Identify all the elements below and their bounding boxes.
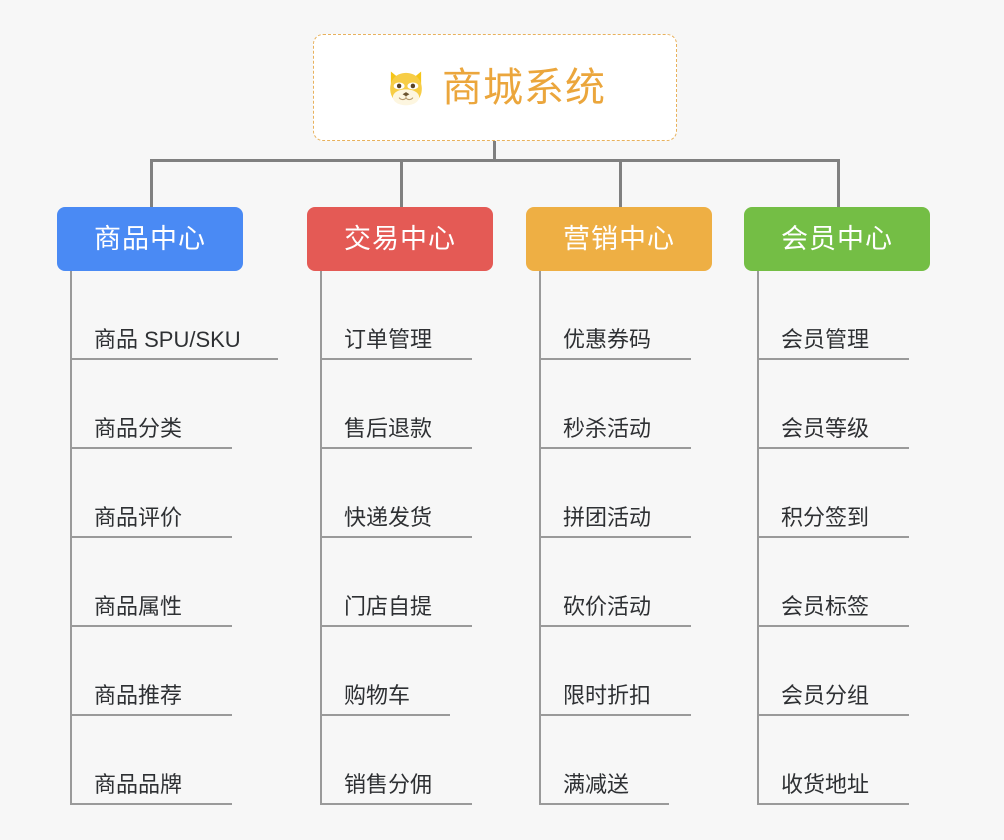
connector-drop-3 — [619, 159, 622, 207]
leaf-item[interactable]: 商品评价 — [72, 449, 243, 538]
category-label: 营销中心 — [563, 223, 675, 254]
leaf-label: 快递发货 — [344, 505, 433, 530]
leaf-underline — [322, 536, 472, 538]
leaf-underline — [72, 625, 232, 627]
leaf-label: 商品推荐 — [94, 683, 183, 708]
leaf-label: 优惠券码 — [563, 327, 652, 352]
leaf-label: 积分签到 — [781, 505, 870, 530]
leaf-list: 优惠券码秒杀活动拼团活动砍价活动限时折扣满减送 — [539, 271, 712, 805]
branch-column-1: 商品中心商品 SPU/SKU 商品分类商品评价商品属性商品推荐商品品牌 — [57, 207, 278, 805]
leaf-label: 收货地址 — [781, 772, 870, 797]
leaf-label: 销售分佣 — [344, 772, 433, 797]
connector-root-stem — [493, 141, 496, 161]
leaf-item[interactable]: 会员管理 — [759, 271, 930, 360]
leaf-underline — [72, 358, 278, 360]
category-node[interactable]: 商品中心 — [57, 207, 243, 271]
leaf-list: 订单管理售后退款快递发货门店自提购物车销售分佣 — [320, 271, 493, 805]
leaf-item[interactable]: 商品品牌 — [72, 716, 243, 805]
leaf-underline — [759, 714, 909, 716]
leaf-item[interactable]: 门店自提 — [322, 538, 493, 627]
leaf-underline — [759, 358, 909, 360]
leaf-item[interactable]: 销售分佣 — [322, 716, 493, 805]
leaf-label: 商品品牌 — [94, 772, 183, 797]
leaf-item[interactable]: 拼团活动 — [541, 449, 712, 538]
leaf-item[interactable]: 会员分组 — [759, 627, 930, 716]
leaf-underline — [72, 803, 232, 805]
leaf-item[interactable]: 商品推荐 — [72, 627, 243, 716]
connector-horizontal-bus — [150, 159, 840, 162]
leaf-underline — [322, 358, 472, 360]
leaf-label: 会员分组 — [781, 683, 870, 708]
leaf-item[interactable]: 购物车 — [322, 627, 493, 716]
leaf-label: 商品 SPU/SKU — [94, 327, 241, 352]
leaf-label: 砍价活动 — [563, 594, 652, 619]
leaf-label: 会员等级 — [781, 416, 870, 441]
category-label: 会员中心 — [781, 223, 893, 254]
leaf-underline — [72, 714, 232, 716]
leaf-item[interactable]: 售后退款 — [322, 360, 493, 449]
category-label: 商品中心 — [94, 223, 206, 254]
leaf-item[interactable]: 秒杀活动 — [541, 360, 712, 449]
connector-drop-2 — [400, 159, 403, 207]
branch-column-4: 会员中心会员管理会员等级积分签到会员标签会员分组收货地址 — [744, 207, 930, 805]
leaf-item[interactable]: 商品属性 — [72, 538, 243, 627]
leaf-list: 会员管理会员等级积分签到会员标签会员分组收货地址 — [757, 271, 930, 805]
category-node[interactable]: 交易中心 — [307, 207, 493, 271]
category-label: 交易中心 — [344, 223, 456, 254]
leaf-underline — [759, 536, 909, 538]
shiba-dog-icon — [390, 71, 422, 105]
leaf-label: 拼团活动 — [563, 505, 652, 530]
leaf-label: 会员管理 — [781, 327, 870, 352]
leaf-label: 购物车 — [344, 683, 411, 708]
leaf-item[interactable]: 商品 SPU/SKU — [72, 271, 278, 360]
leaf-underline — [541, 447, 691, 449]
leaf-underline — [759, 447, 909, 449]
leaf-label: 满减送 — [563, 772, 630, 797]
category-node[interactable]: 营销中心 — [526, 207, 712, 271]
leaf-underline — [759, 803, 909, 805]
leaf-underline — [759, 625, 909, 627]
connector-drop-1 — [150, 159, 153, 207]
leaf-underline — [322, 625, 472, 627]
leaf-item[interactable]: 优惠券码 — [541, 271, 712, 360]
leaf-underline — [322, 714, 450, 716]
category-node[interactable]: 会员中心 — [744, 207, 930, 271]
leaf-label: 商品属性 — [94, 594, 183, 619]
leaf-underline — [322, 447, 472, 449]
leaf-underline — [541, 625, 691, 627]
leaf-item[interactable]: 砍价活动 — [541, 538, 712, 627]
leaf-label: 订单管理 — [344, 327, 433, 352]
leaf-label: 门店自提 — [344, 594, 433, 619]
leaf-item[interactable]: 限时折扣 — [541, 627, 712, 716]
leaf-label: 秒杀活动 — [563, 416, 652, 441]
leaf-item[interactable]: 会员标签 — [759, 538, 930, 627]
leaf-label: 会员标签 — [781, 594, 870, 619]
branch-column-2: 交易中心订单管理售后退款快递发货门店自提购物车销售分佣 — [307, 207, 493, 805]
leaf-item[interactable]: 快递发货 — [322, 449, 493, 538]
leaf-underline — [541, 803, 669, 805]
leaf-item[interactable]: 满减送 — [541, 716, 712, 805]
leaf-label: 商品评价 — [94, 505, 183, 530]
leaf-item[interactable]: 积分签到 — [759, 449, 930, 538]
leaf-label: 售后退款 — [344, 416, 433, 441]
leaf-item[interactable]: 订单管理 — [322, 271, 493, 360]
leaf-label: 商品分类 — [94, 416, 183, 441]
root-title: 商城系统 — [442, 65, 606, 110]
leaf-list: 商品 SPU/SKU 商品分类商品评价商品属性商品推荐商品品牌 — [70, 271, 278, 805]
connector-drop-4 — [837, 159, 840, 207]
leaf-underline — [72, 536, 232, 538]
leaf-item[interactable]: 会员等级 — [759, 360, 930, 449]
root-node[interactable]: 商城系统 — [313, 34, 677, 141]
leaf-underline — [541, 536, 691, 538]
leaf-item[interactable]: 商品分类 — [72, 360, 243, 449]
leaf-underline — [541, 358, 691, 360]
leaf-underline — [72, 447, 232, 449]
leaf-underline — [541, 714, 691, 716]
leaf-item[interactable]: 收货地址 — [759, 716, 930, 805]
leaf-underline — [322, 803, 472, 805]
leaf-label: 限时折扣 — [563, 683, 652, 708]
branch-column-3: 营销中心优惠券码秒杀活动拼团活动砍价活动限时折扣满减送 — [526, 207, 712, 805]
